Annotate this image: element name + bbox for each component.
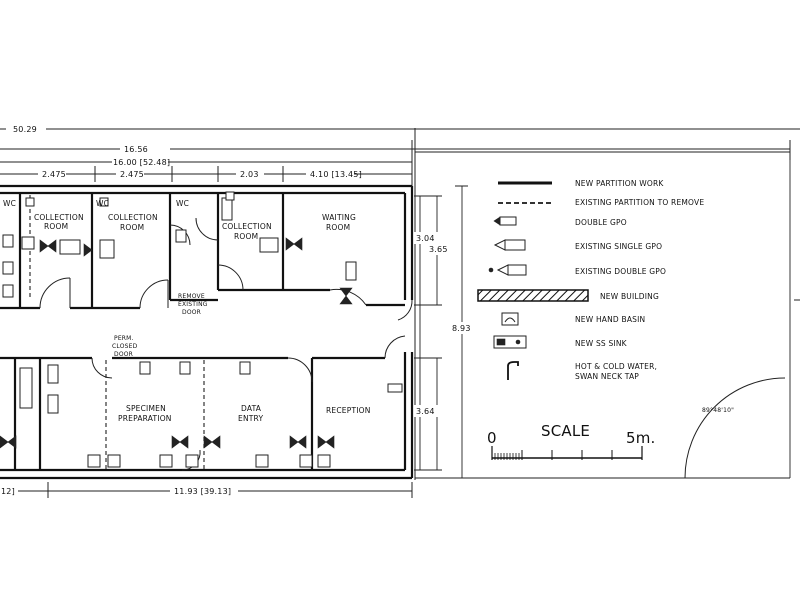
room-label-wc-1: WC: [3, 199, 16, 208]
dimension-lines-right: [414, 128, 473, 480]
room-label-collection-1-room: ROOM: [44, 222, 68, 231]
dim-overall-top: 50.29: [13, 125, 37, 134]
dim-bottom-main: 11.93 [39.13]: [174, 487, 231, 496]
dim-inner: 16.00 [52.48]: [113, 158, 170, 167]
room-label-collection-3-room: ROOM: [234, 232, 258, 241]
dim-building: 16.56: [124, 145, 148, 154]
legend-new-building: NEW BUILDING: [600, 292, 659, 301]
dimension-lines-top: [0, 122, 800, 190]
legend-icons: [477, 181, 589, 380]
room-label-specimen-preparation: PREPARATION: [118, 414, 172, 423]
room-label-wc-3: WC: [176, 199, 189, 208]
legend-remove-partition: EXISTING PARTITION TO REMOVE: [575, 198, 704, 207]
dimension-lines-bottom: [0, 482, 413, 498]
scale-zero: 0: [487, 429, 497, 447]
legend-hand-basin: NEW HAND BASIN: [575, 315, 645, 324]
room-label-data: DATA: [241, 404, 262, 413]
dim-right-mid: 3.65: [429, 245, 448, 254]
note-remove-door-2: EXISTING: [178, 301, 208, 308]
existing-double-gpo-icon: [488, 264, 527, 276]
dim-seg4: 4.10 [13.45]: [310, 170, 362, 179]
legend-existing-double-gpo: EXISTING DOUBLE GPO: [575, 267, 666, 276]
angle-label: 89°48'10": [702, 407, 734, 414]
room-label-data-entry: ENTRY: [238, 414, 263, 423]
dim-seg2: 2.475: [120, 170, 144, 179]
swan-neck-tap-icon: [507, 361, 519, 380]
note-remove-door-3: DOOR: [182, 309, 201, 316]
fixtures: [0, 191, 403, 468]
new-building-hatch: [477, 289, 589, 302]
note-closed-door-2: CLOSED: [112, 343, 138, 350]
legend-swan-neck-tap: SWAN NECK TAP: [575, 372, 639, 381]
dim-seg1: 2.475: [42, 170, 66, 179]
legend-existing-single-gpo: EXISTING SINGLE GPO: [575, 242, 662, 251]
room-label-collection-2-room: ROOM: [120, 223, 144, 232]
legend-hot-cold-water: HOT & COLD WATER,: [575, 362, 657, 371]
room-label-reception: RECEPTION: [326, 406, 371, 415]
room-label-collection-2: COLLECTION: [108, 213, 158, 222]
dim-bottom-left: 12]: [1, 487, 15, 496]
building-walls: [0, 184, 414, 480]
site-boundary: [415, 151, 800, 479]
existing-single-gpo-icon: [493, 239, 526, 251]
double-gpo-icon: [493, 216, 517, 226]
room-label-collection-3: COLLECTION: [222, 222, 272, 231]
note-remove-door-1: REMOVE: [178, 293, 205, 300]
scale-end: 5m.: [626, 429, 656, 447]
scale-bar: [491, 446, 643, 460]
legend-new-partition: NEW PARTITION WORK: [575, 179, 664, 188]
door-swings: [39, 217, 413, 471]
scale-title: SCALE: [541, 422, 590, 440]
hand-basin-icon: [501, 312, 519, 326]
dim-seg3: 2.03: [240, 170, 259, 179]
room-label-collection-1: COLLECTION: [34, 213, 84, 222]
room-label-waiting: WAITING: [322, 213, 356, 222]
dim-right-upper: 3.04: [416, 234, 435, 243]
room-label-waiting-room: ROOM: [326, 223, 350, 232]
legend-double-gpo: DOUBLE GPO: [575, 218, 627, 227]
note-closed-door-3: DOOR: [114, 351, 133, 358]
room-label-wc-2: WC: [96, 199, 109, 208]
ss-sink-icon: [493, 335, 527, 349]
room-label-specimen: SPECIMEN: [126, 404, 166, 413]
dim-right-lower: 3.64: [416, 407, 435, 416]
legend-ss-sink: NEW SS SINK: [575, 339, 628, 348]
note-closed-door-1: PERM.: [114, 335, 134, 342]
dim-right-total: 8.93: [452, 324, 471, 333]
